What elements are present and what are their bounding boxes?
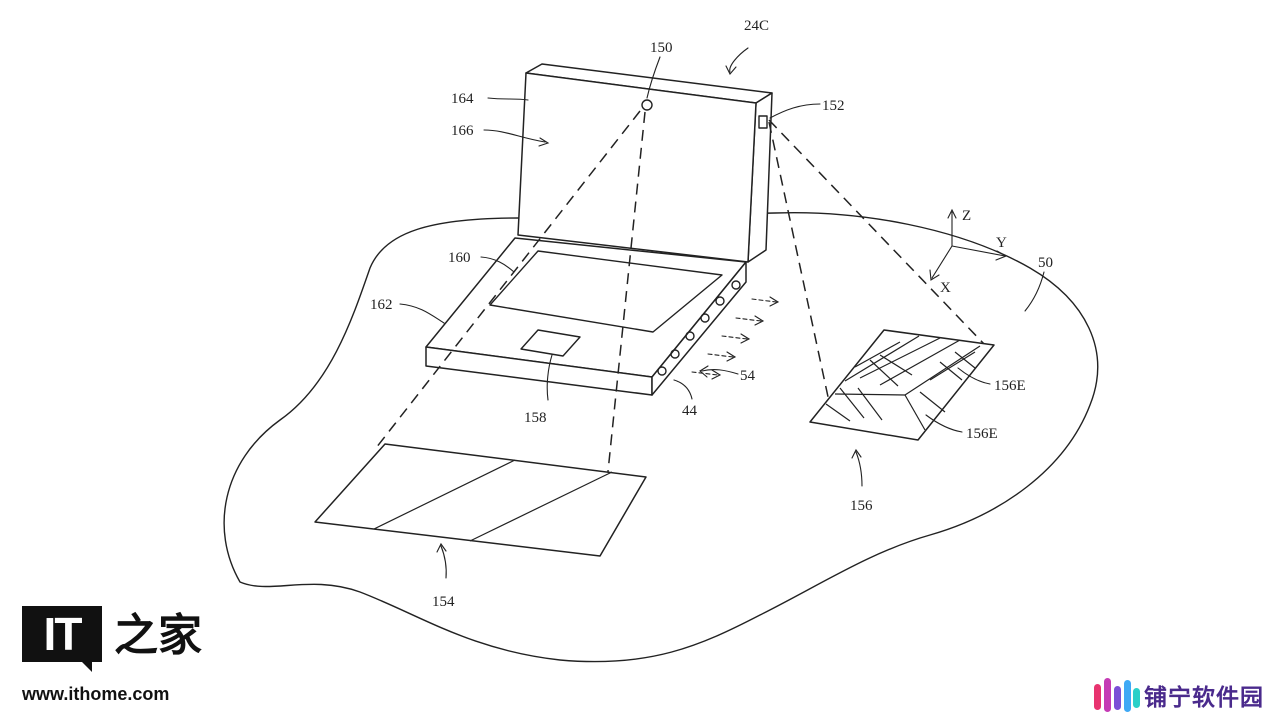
label-44: 44 <box>682 403 698 419</box>
label-160: 160 <box>448 250 471 266</box>
pattern-156-hatch <box>825 335 981 431</box>
label-154: 154 <box>432 594 455 610</box>
coordinate-axes <box>929 208 1008 281</box>
axis-label-z: Z <box>962 208 971 224</box>
emission-arrows-54 <box>691 296 780 380</box>
label-50: 50 <box>1038 255 1053 271</box>
brand-logo: 铺宁软件园 <box>1094 674 1274 714</box>
label-164: 164 <box>451 91 474 107</box>
label-156: 156 <box>850 498 873 514</box>
leader-lines <box>399 47 1045 579</box>
label-24c: 24C <box>744 18 769 34</box>
label-54: 54 <box>740 368 756 384</box>
laptop-lid-front <box>517 72 757 263</box>
camera-150 <box>641 99 653 111</box>
label-156e-lower: 156E <box>966 426 998 442</box>
camera-projection-lines <box>375 110 646 521</box>
ithome-logo-cn: 之家 <box>114 610 202 661</box>
surface-outline <box>223 211 1099 663</box>
ithome-logo: IT 之家 www.ithome.com <box>22 606 202 710</box>
ithome-logo-mark: IT <box>22 606 102 672</box>
side-ports-44 <box>657 280 741 376</box>
ithome-url: www.ithome.com <box>22 684 170 704</box>
label-166: 166 <box>451 123 474 139</box>
projector-projection-lines <box>768 119 986 421</box>
brand-name: 铺宁软件园 <box>1144 685 1264 711</box>
axis-label-y: Y <box>996 235 1007 251</box>
projected-pattern-156 <box>809 329 995 441</box>
laptop-base-side <box>651 261 747 396</box>
label-150: 150 <box>650 40 673 56</box>
label-152: 152 <box>822 98 845 114</box>
display-panel-160 <box>489 250 723 333</box>
projected-region-154 <box>314 443 647 557</box>
touch-area-158 <box>520 329 581 357</box>
label-158: 158 <box>524 410 547 426</box>
region-154-hatch <box>373 459 613 542</box>
label-162: 162 <box>370 297 393 313</box>
brand-bars-icon <box>1094 678 1140 712</box>
projector-152 <box>758 115 768 129</box>
label-156e-upper: 156E <box>994 378 1026 394</box>
axis-label-x: X <box>940 280 951 296</box>
